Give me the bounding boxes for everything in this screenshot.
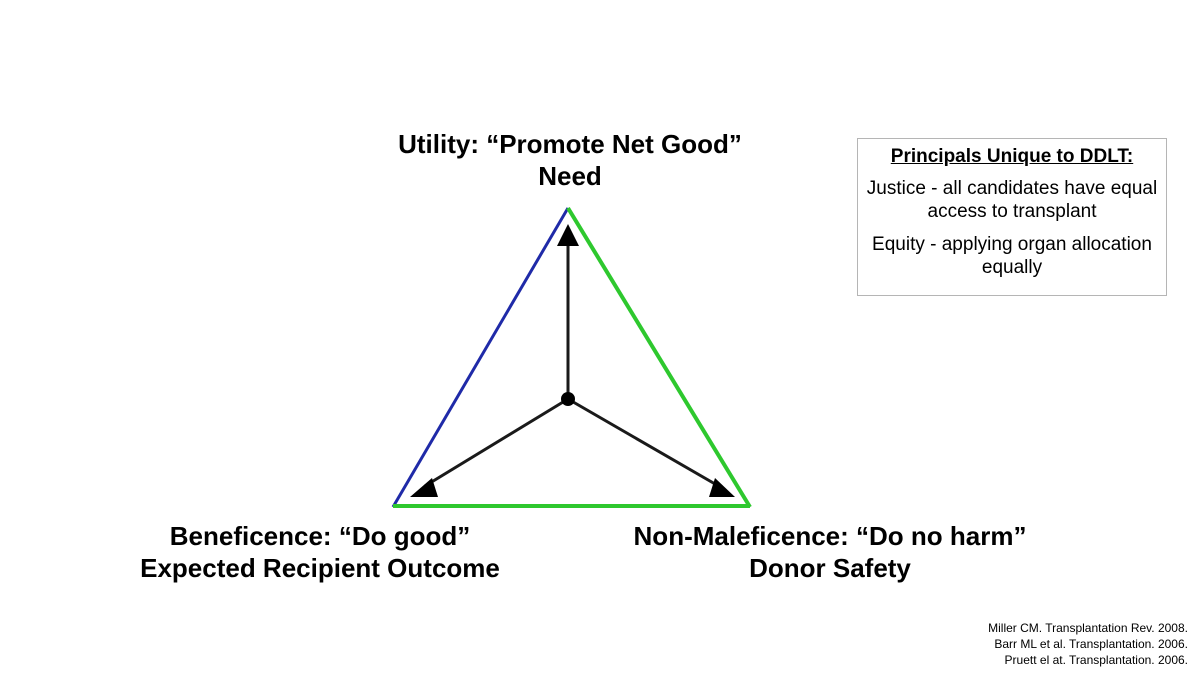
principles-box: Principals Unique to DDLT: Justice - all… bbox=[857, 138, 1167, 296]
references: Miller CM. Transplantation Rev. 2008. Ba… bbox=[988, 620, 1188, 668]
arrowhead-left-icon bbox=[410, 478, 438, 497]
beneficence-title: Beneficence: “Do good” bbox=[169, 521, 471, 551]
beneficence-node-label: Beneficence: “Do good” Expected Recipien… bbox=[120, 520, 520, 584]
utility-node-label: Utility: “Promote Net Good” Need bbox=[360, 128, 780, 192]
arrow-to-beneficence bbox=[424, 397, 569, 488]
reference-item: Miller CM. Transplantation Rev. 2008. bbox=[988, 621, 1188, 635]
principle-justice: Justice - all candidates have equal acce… bbox=[866, 178, 1158, 222]
center-node bbox=[561, 392, 575, 406]
utility-subtitle: Need bbox=[538, 161, 602, 191]
reference-item: Pruett el at. Transplantation. 2006. bbox=[1004, 653, 1188, 667]
arrowhead-right-icon bbox=[709, 478, 735, 497]
non-maleficence-node-label: Non-Maleficence: “Do no harm” Donor Safe… bbox=[610, 520, 1050, 584]
triangle-left-edge bbox=[391, 207, 570, 508]
non-maleficence-title: Non-Maleficence: “Do no harm” bbox=[633, 521, 1027, 551]
principle-equity: Equity - applying organ allocation equal… bbox=[872, 234, 1152, 278]
utility-title: Utility: “Promote Net Good” bbox=[398, 129, 742, 159]
arrowhead-up-icon bbox=[557, 224, 579, 246]
non-maleficence-subtitle: Donor Safety bbox=[749, 553, 911, 583]
reference-item: Barr ML et al. Transplantation. 2006. bbox=[994, 637, 1188, 651]
beneficence-subtitle: Expected Recipient Outcome bbox=[140, 553, 500, 583]
arrow-to-non-maleficence bbox=[567, 397, 723, 490]
triangle-right-edge bbox=[566, 206, 752, 509]
principles-title: Principals Unique to DDLT: bbox=[890, 146, 1134, 167]
